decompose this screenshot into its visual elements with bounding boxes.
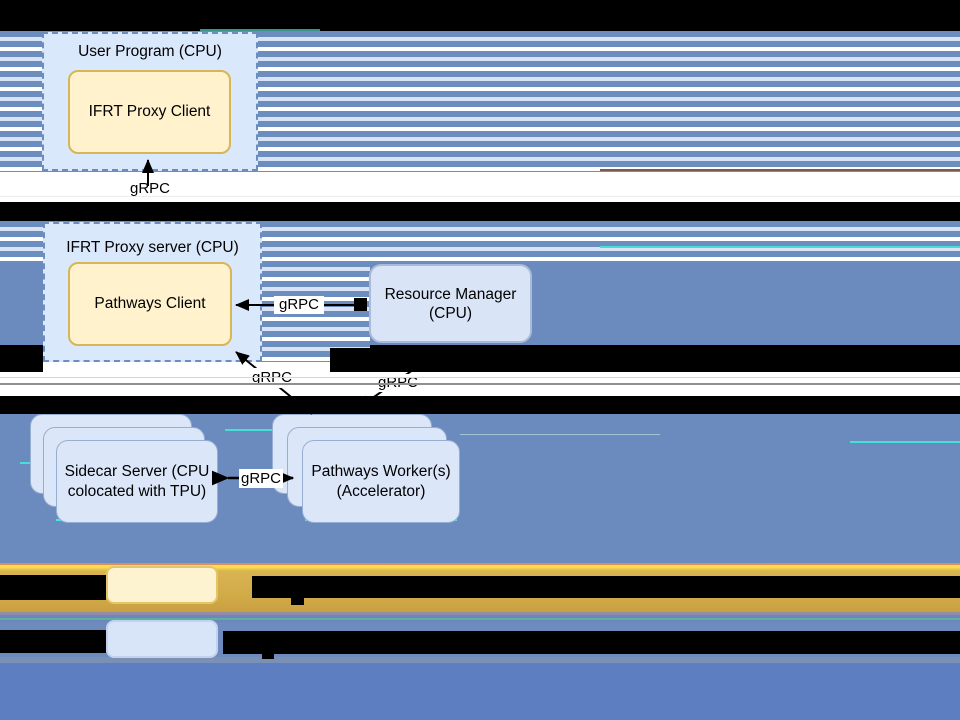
user-program-title: User Program (CPU) [78,43,222,60]
legend-blue-swatch [106,620,218,658]
resource-manager-label: Resource Manager (CPU) [384,285,517,322]
black-band-4 [0,396,960,414]
glitch-line [460,434,660,435]
redacted-bar [0,575,106,600]
glitch-line [0,377,960,378]
pathways-worker-label: Pathways Worker(s) (Accelerator) [311,462,451,500]
grpc-label-client-server: gRPC [129,180,170,197]
solid-blue-band-bottom [0,663,960,720]
black-band-2 [0,202,960,221]
redacted-bar [0,630,106,653]
sidecar-server-node: Sidecar Server (CPU colocated with TPU) [56,440,218,523]
glitch-line [600,169,960,171]
ifrt-proxy-client-label: IFRT Proxy Client [88,103,211,120]
glitch-line [225,429,275,431]
white-patch-under-server-box [43,362,330,372]
grpc-label-sidecar-workers: gRPC [239,469,283,488]
ifrt-proxy-client-node: IFRT Proxy Client [68,70,231,154]
gray-blue-line-band [0,657,960,663]
transition-band [0,612,960,622]
redacted-text-descender [291,597,304,605]
pathways-client-label: Pathways Client [94,295,206,312]
grpc-label-workers-client: gRPC [248,368,296,388]
salmon-glitch-line [0,563,960,565]
black-band-top [0,0,960,31]
glitch-line [850,441,960,443]
pathways-worker-node: Pathways Worker(s) (Accelerator) [302,440,460,523]
redacted-text-descender [262,653,274,659]
ifrt-proxy-server-title: IFRT Proxy server (CPU) [66,239,239,256]
striped-column-b [330,221,370,348]
glitch-line [600,246,960,248]
striped-column-a [258,221,330,362]
white-band-1 [0,172,960,202]
glitch-line [0,196,960,197]
glitch-line [200,29,320,31]
sidecar-server-label: Sidecar Server (CPU colocated with TPU) [64,462,210,500]
pathways-client-node: Pathways Client [68,262,232,346]
resource-manager-node: Resource Manager (CPU) [369,264,532,343]
glitch-line [0,383,960,385]
redacted-legend-text-row2 [223,631,960,654]
grpc-label-rm-client: gRPC [274,296,324,314]
redacted-legend-text-row1 [252,576,960,598]
legend-yellow-swatch [106,566,218,604]
